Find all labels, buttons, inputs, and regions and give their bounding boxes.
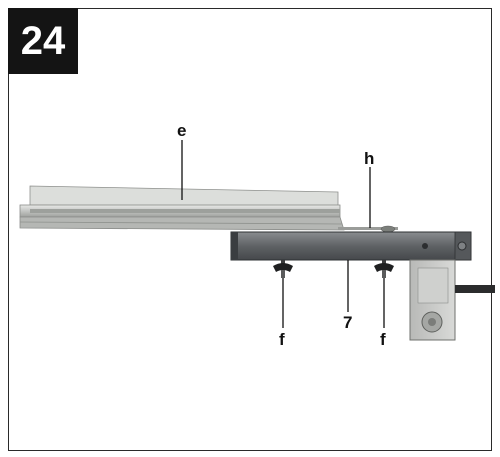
support-bracket <box>230 231 472 261</box>
callout-leaders <box>181 140 385 328</box>
callout-e: e <box>177 121 187 140</box>
locking-lever <box>338 225 398 233</box>
callout-7: 7 <box>343 313 353 332</box>
callout-h: h <box>364 149 375 168</box>
wing-nut-left <box>273 260 293 278</box>
extension-rail <box>19 185 345 231</box>
guide-rod <box>455 285 495 293</box>
figure-frame <box>8 8 492 451</box>
callout-f-right: f <box>380 330 386 349</box>
mounting-plate <box>409 259 456 341</box>
wing-nut-right <box>374 260 394 278</box>
figure-number-badge: 24 <box>8 8 78 74</box>
callout-f-left: f <box>279 330 285 349</box>
